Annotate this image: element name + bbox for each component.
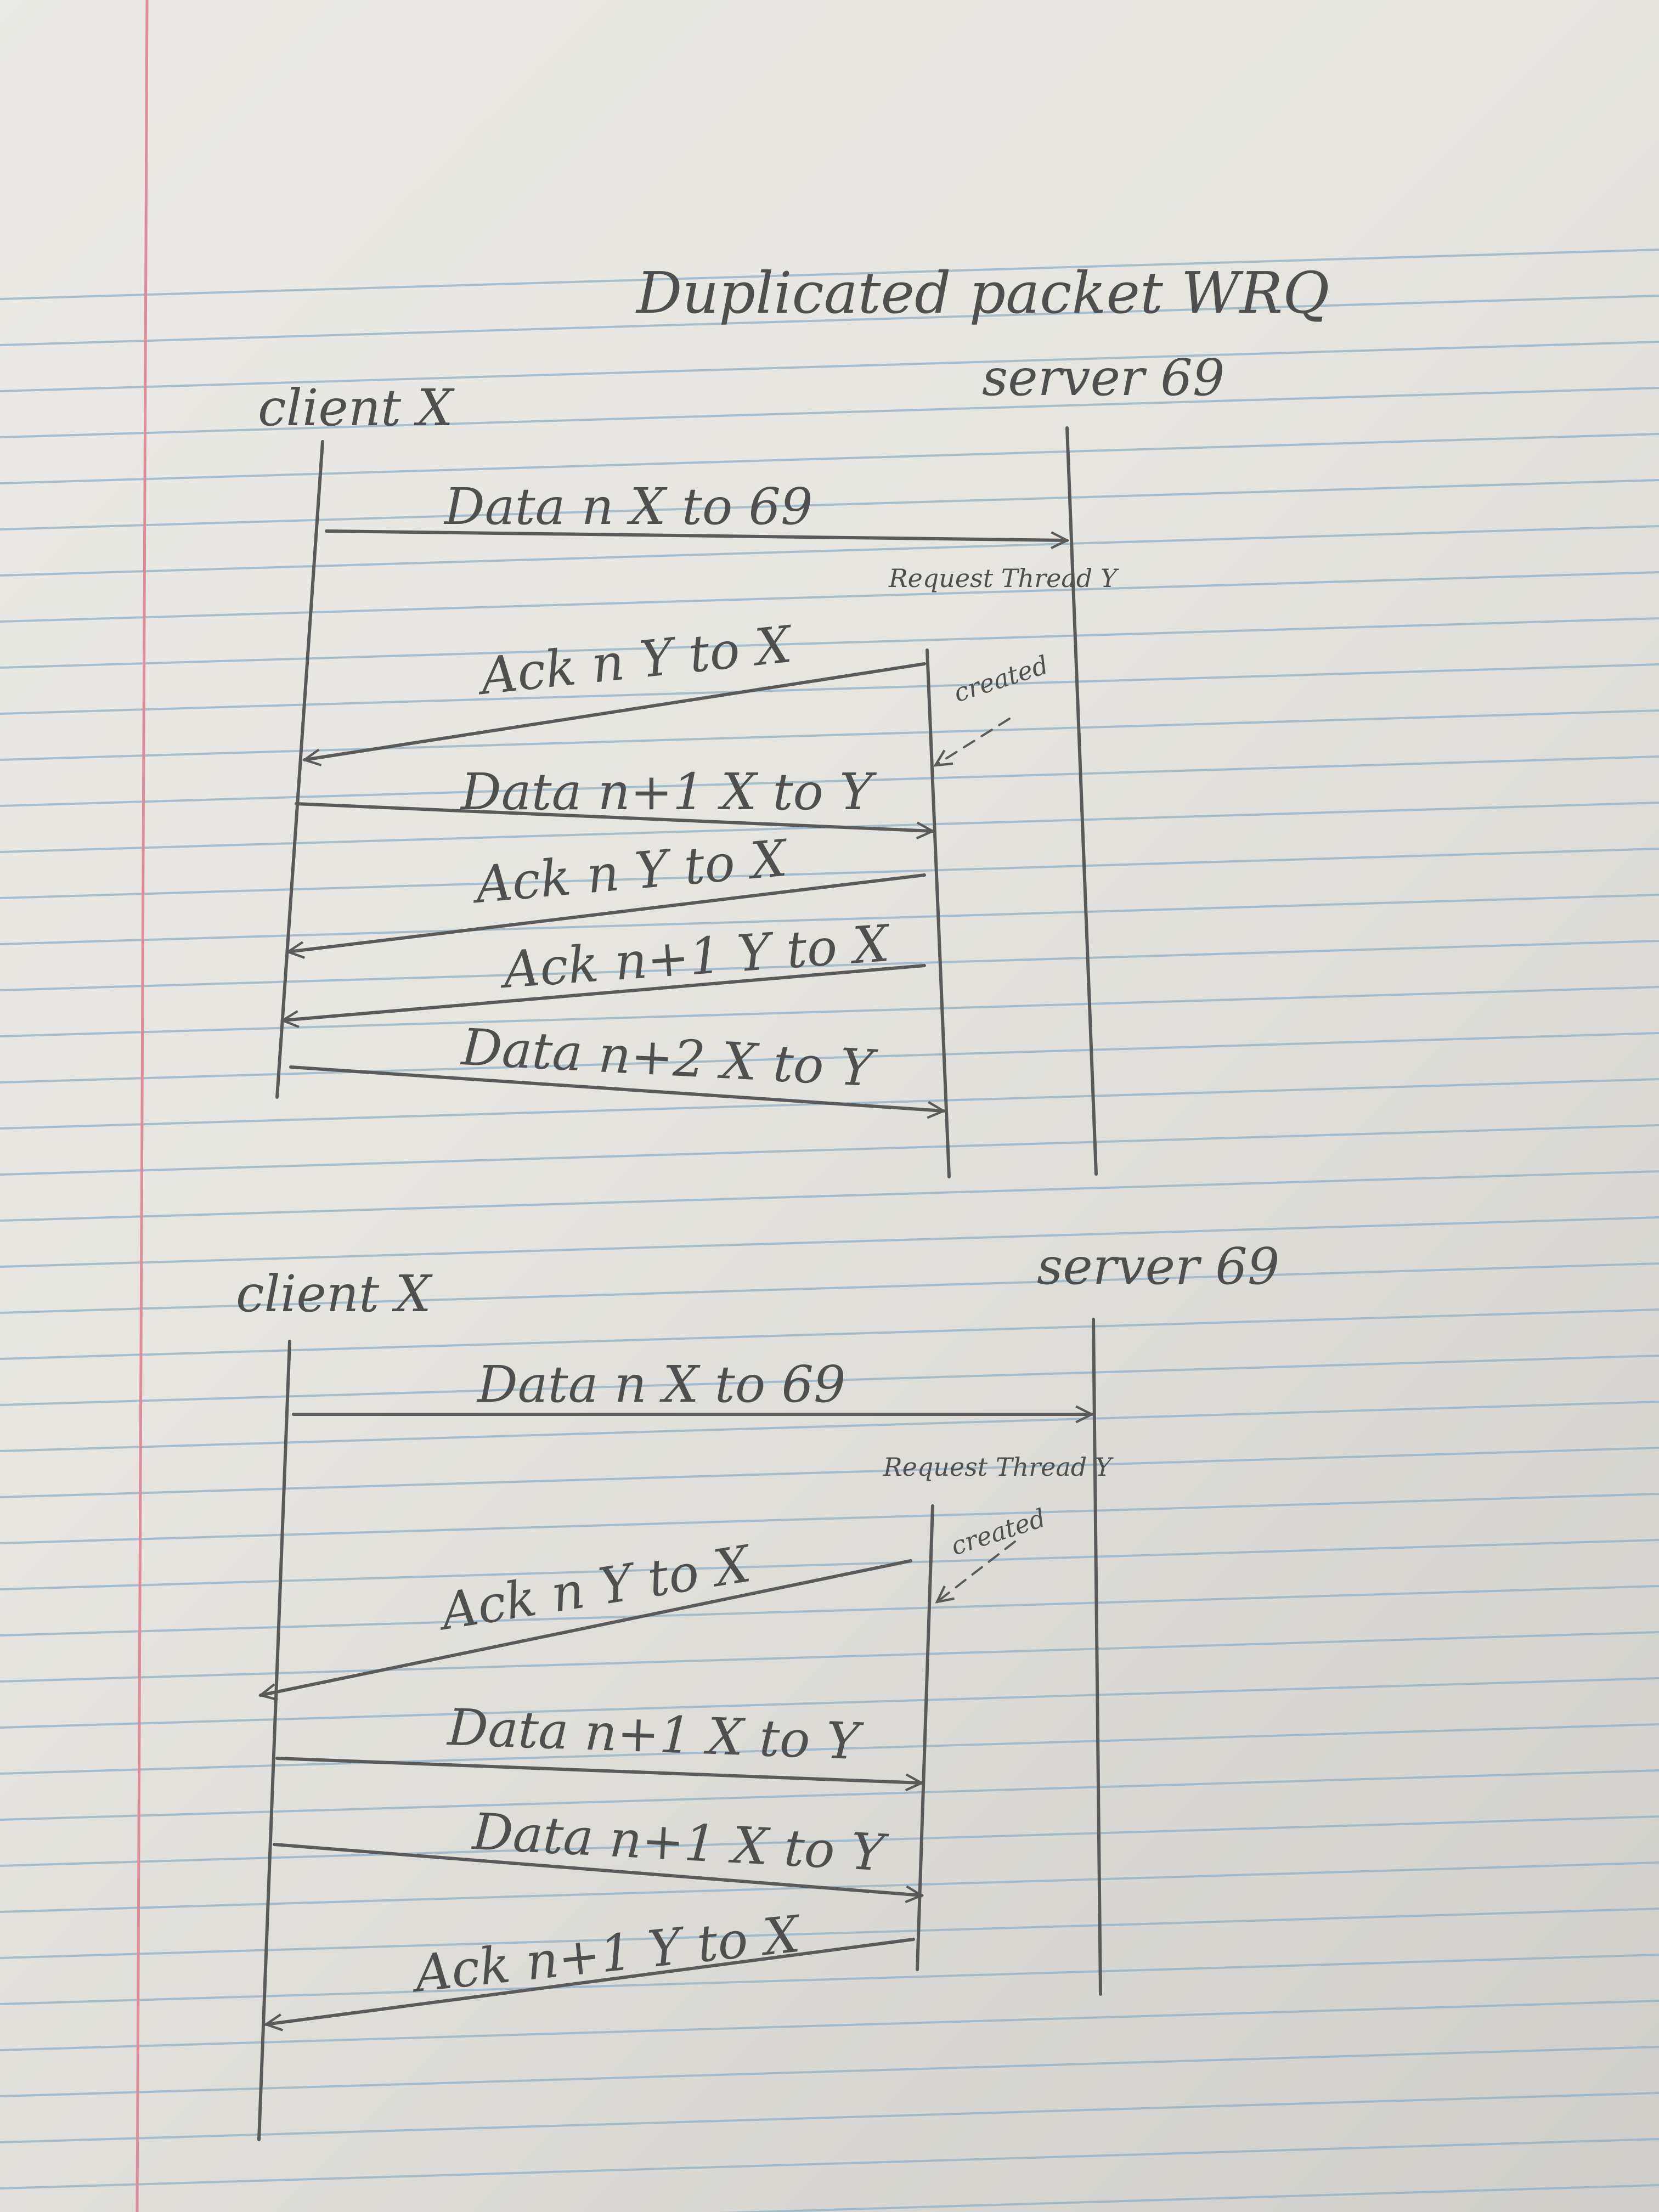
message-arrow <box>273 1843 922 1895</box>
message-1: Data n X to 69 <box>292 1355 1092 1414</box>
ruled-line <box>0 848 1659 899</box>
ruled-line <box>0 1170 1659 1222</box>
message-label: Ack n Y to X <box>469 828 791 915</box>
created-arrow <box>935 718 1011 765</box>
server-label: server 69 <box>982 348 1224 407</box>
ruled-line <box>0 387 1659 438</box>
ruled-line <box>0 1493 1659 1544</box>
ruled-line <box>0 571 1659 623</box>
diagram-title: Duplicated packet WRQ <box>635 259 1329 326</box>
message-arrow <box>289 1065 944 1111</box>
client-lifeline <box>257 1340 291 2141</box>
server-label: server 69 <box>1037 1237 1279 1296</box>
ruled-line <box>0 1216 1659 1268</box>
diagram-2: client X server 69 Request Thread Y crea… <box>236 1237 1279 2141</box>
message-4: Data n+1 X to Y <box>273 1802 922 1895</box>
ruled-line <box>0 2000 1659 2051</box>
ruled-line <box>0 1954 1659 2005</box>
ruled-line <box>0 617 1659 669</box>
message-arrow <box>295 802 933 831</box>
thread-label: Request Thread Y <box>883 1452 1114 1482</box>
ruled-line <box>0 1355 1659 1406</box>
client-label: client X <box>258 379 455 437</box>
created-label: created <box>950 650 1052 708</box>
thread-lifeline <box>916 1504 934 1971</box>
message-arrow <box>283 964 926 1020</box>
ruled-line <box>0 1124 1659 1176</box>
message-2: Ack n Y to X <box>304 615 926 760</box>
message-arrow <box>275 1757 922 1783</box>
message-label: Data n+1 X to Y <box>445 1698 865 1771</box>
ruled-line <box>0 1585 1659 1637</box>
client-label: client X <box>236 1265 433 1323</box>
server-lifeline <box>1092 1318 1102 1996</box>
ruled-line <box>0 1815 1659 1867</box>
ruled-line <box>0 2138 1659 2190</box>
margin-line <box>136 0 149 2212</box>
message-label: Data n+1 X to Y <box>470 1802 890 1883</box>
message-label: Ack n+1 Y to X <box>497 914 893 1000</box>
client-lifeline <box>275 440 324 1099</box>
message-arrow <box>304 662 926 760</box>
ruled-line <box>0 295 1659 346</box>
ruled-line <box>0 249 1659 300</box>
message-arrow <box>288 873 926 952</box>
message-label: Ack n+1 Y to X <box>408 1904 804 2004</box>
ruled-line <box>0 663 1659 715</box>
ruled-line <box>0 341 1659 392</box>
message-3: Data n+1 X to Y <box>295 763 933 831</box>
ruled-line <box>0 1769 1659 1821</box>
ruled-line <box>0 1032 1659 1084</box>
ruled-line <box>0 1401 1659 1452</box>
message-2: Ack n Y to X <box>261 1534 912 1695</box>
server-lifeline <box>1065 426 1098 1176</box>
ruled-line <box>0 1308 1659 1360</box>
thread-lifeline <box>926 648 951 1178</box>
diagram-1: client X server 69 Request Thread Y crea… <box>258 348 1224 1178</box>
ruled-line <box>0 709 1659 761</box>
message-arrow <box>261 1559 912 1695</box>
message-label: Data n X to 69 <box>443 477 813 536</box>
ruled-line <box>0 1539 1659 1590</box>
ruled-line <box>0 1908 1659 1959</box>
ruled-line <box>0 755 1659 807</box>
message-3: Data n+1 X to Y <box>275 1698 922 1783</box>
message-5: Ack n+1 Y to X <box>266 1904 915 2024</box>
ruled-line <box>0 433 1659 484</box>
ruled-line <box>0 894 1659 945</box>
message-1: Data n X to 69 <box>325 477 1067 540</box>
message-arrow <box>266 1938 915 2024</box>
ruled-line <box>0 2092 1659 2143</box>
ruled-line <box>0 1447 1659 1498</box>
message-6: Data n+2 X to Y <box>289 1018 944 1111</box>
message-label: Data n+1 X to Y <box>460 763 877 821</box>
message-5: Ack n+1 Y to X <box>283 914 926 1020</box>
ruled-line <box>0 986 1659 1037</box>
thread-label: Request Thread Y <box>888 563 1120 593</box>
message-arrow <box>325 529 1067 540</box>
created-arrow <box>937 1541 1016 1602</box>
ruled-line <box>0 940 1659 991</box>
ruled-line <box>0 479 1659 531</box>
ruled-line <box>0 1262 1659 1314</box>
ruled-line <box>0 525 1659 577</box>
message-label: Data n X to 69 <box>476 1355 846 1414</box>
ruled-line <box>0 1723 1659 1775</box>
created-label: created <box>947 1503 1049 1561</box>
ruled-line <box>0 2046 1659 2097</box>
ruled-line <box>719 2184 1659 2212</box>
message-label: Data n+2 X to Y <box>459 1018 879 1098</box>
